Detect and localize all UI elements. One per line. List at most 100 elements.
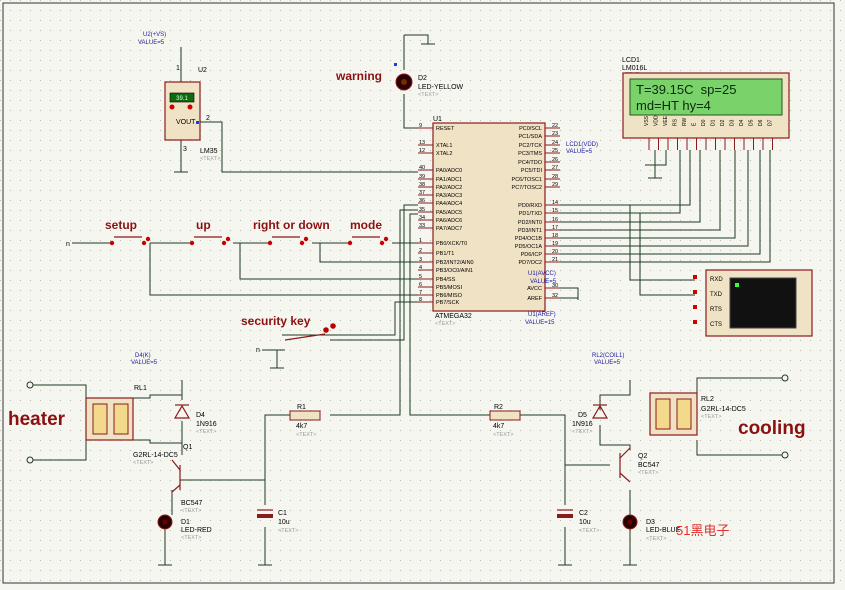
lcd-pin-name: RS: [673, 118, 679, 126]
u1-pin-number: 19: [552, 241, 558, 247]
rl1-ref: RL1: [134, 385, 147, 392]
transistor-q2[interactable]: Q2 BC547 <TEXT>: [619, 447, 660, 483]
u1-right-pins: 22PC0/SCL23PC1/SDA24PC2/TCK25PC3/TMS26PC…: [512, 123, 560, 302]
u2-pin-marker: [196, 121, 199, 124]
button-setup[interactable]: setup: [105, 218, 151, 246]
c2-plate-bottom: [557, 514, 573, 518]
u1-pin-number: 14: [552, 200, 558, 206]
u1-pin-number: 18: [552, 233, 558, 239]
button-mode[interactable]: mode: [347, 218, 389, 246]
u2-pin2: 2: [206, 115, 210, 122]
u1-pin-name: PA4/ADC4: [436, 201, 462, 207]
u1-pin-number: 8: [419, 297, 422, 303]
u2-sensor[interactable]: U2(+VS) VALUE=5 1 U2 39.1 VOUT 2 3 LM35 …: [138, 32, 220, 162]
u1-pin-number: 33: [419, 223, 425, 229]
q2-collector: [619, 447, 631, 459]
button-bus-n-label: n: [66, 241, 70, 248]
transistor-q1[interactable]: Q1 BC547 <TEXT>: [171, 444, 203, 514]
u2-button-up[interactable]: [187, 104, 193, 110]
u2-reading: 39.1: [176, 96, 188, 102]
u1-pin-name: RESET: [436, 126, 455, 132]
u1-pin-name: PC5/TDI: [521, 168, 543, 174]
button-label: mode: [350, 218, 382, 232]
ground-symbols: [158, 43, 662, 566]
u1-pin-name: PB6/MISO: [436, 293, 463, 299]
u2-button-down[interactable]: [169, 104, 175, 110]
button-up[interactable]: up: [189, 218, 231, 246]
lcd-display[interactable]: LCD1 LM016L <TEXT> T=39.15C sp=25 md=HT …: [566, 57, 790, 155]
d2-warning-led[interactable]: warning D2 LED-YELLOW <TEXT>: [335, 63, 464, 98]
d4-part: 1N916: [196, 421, 217, 428]
u1-pin-name: PA2/ADC2: [436, 185, 462, 191]
resistor-r2[interactable]: R2 4k7 <TEXT>: [489, 404, 521, 438]
rl1-switch: [92, 403, 108, 435]
u1-pin-name: PB1/T1: [436, 251, 454, 257]
security-key-knob-b[interactable]: [330, 323, 336, 329]
led-d1[interactable]: D1 LED-RED <TEXT>: [157, 514, 212, 541]
security-key-switch[interactable]: security key n: [241, 314, 336, 354]
d5-text-tag: <TEXT>: [572, 429, 592, 435]
capacitor-c1[interactable]: C1 10u <TEXT>: [257, 509, 298, 534]
diode-d4[interactable]: D4 1N916 <TEXT>: [173, 404, 217, 435]
u1-pin-number: 29: [552, 182, 558, 188]
lcd-pin-name: D5: [749, 119, 755, 126]
security-n-label: n: [256, 347, 260, 354]
u1-pin-number: 34: [419, 215, 425, 221]
d1-text-tag: <TEXT>: [181, 535, 201, 541]
u2-pin1: 1: [176, 65, 180, 72]
cooling-relay-rl2[interactable]: RL2 G2RL-14-DC5 <TEXT> RL2(COIL1) VALUE=…: [592, 353, 806, 439]
u1-pin-name: PC4/TDO: [518, 160, 543, 166]
security-key-knob-a[interactable]: [323, 327, 329, 333]
d2-pin-marker: [394, 63, 397, 66]
lcd-ref: LCD1: [622, 57, 640, 64]
c1-plate-bottom: [257, 514, 273, 518]
button-right-or-down[interactable]: right or down: [253, 218, 330, 246]
c1-part: 10u: [278, 519, 290, 526]
terminal-row-label: CTS: [710, 322, 722, 328]
lcd-part: LM016L: [622, 65, 647, 72]
u1-pin-number: 22: [552, 123, 558, 129]
r1-ref: R1: [297, 404, 306, 411]
button-knob: [383, 236, 389, 242]
diode-d5[interactable]: D5 1N916 <TEXT>: [572, 404, 609, 435]
u1-pin-name: PD3/INT1: [518, 228, 542, 234]
lcd-pin-name: RW: [682, 117, 688, 126]
r1-text-tag: <TEXT>: [296, 432, 316, 438]
u1-pin-number: 13: [419, 140, 425, 146]
led-d3[interactable]: D3 LED-BLUE <TEXT>: [622, 514, 681, 542]
resistor-r1[interactable]: R1 4k7 <TEXT>: [289, 404, 321, 438]
button-contact: [109, 240, 115, 246]
q1-ref: Q1: [183, 444, 192, 451]
u1-pin-name: PA3/ADC3: [436, 193, 462, 199]
u1-pin-name: PA6/ADC6: [436, 218, 462, 224]
security-key-lever: [284, 333, 326, 341]
capacitor-c2[interactable]: C2 10u <TEXT>: [557, 509, 599, 534]
button-contact: [221, 240, 227, 246]
rl1-text-tag: <TEXT>: [133, 460, 153, 466]
u2-part: LM35: [200, 148, 218, 155]
d3-ref: D3: [646, 519, 655, 526]
button-knob: [225, 236, 231, 242]
u1-part: ATMEGA32: [435, 313, 472, 320]
u1-pin-name: PC2/TCK: [519, 143, 543, 149]
u1-pin-name: XTAL1: [436, 143, 452, 149]
u1-pin-number: 6: [419, 282, 422, 288]
rl2-coil: [655, 398, 671, 430]
rl2-text-tag: <TEXT>: [701, 414, 721, 420]
avcc-net-value: VALUE=5: [530, 279, 557, 285]
button-knob: [303, 236, 309, 242]
u1-pin-number: 2: [419, 248, 422, 254]
button-contact: [141, 240, 147, 246]
d1-led-core: [162, 519, 168, 525]
lcd-pin-name: VDD: [654, 115, 660, 126]
terminal-pin: [693, 275, 697, 279]
d3-part: LED-BLUE: [646, 527, 681, 534]
u1-pin-number: 36: [419, 198, 425, 204]
button-contact: [379, 240, 385, 246]
u1-pin-number: 1: [419, 238, 422, 244]
heater-relay-rl1[interactable]: heater RL1 G2RL-14-DC5 <TEXT> D4(K) VALU…: [8, 353, 178, 466]
u1-pin-number: 28: [552, 174, 558, 180]
